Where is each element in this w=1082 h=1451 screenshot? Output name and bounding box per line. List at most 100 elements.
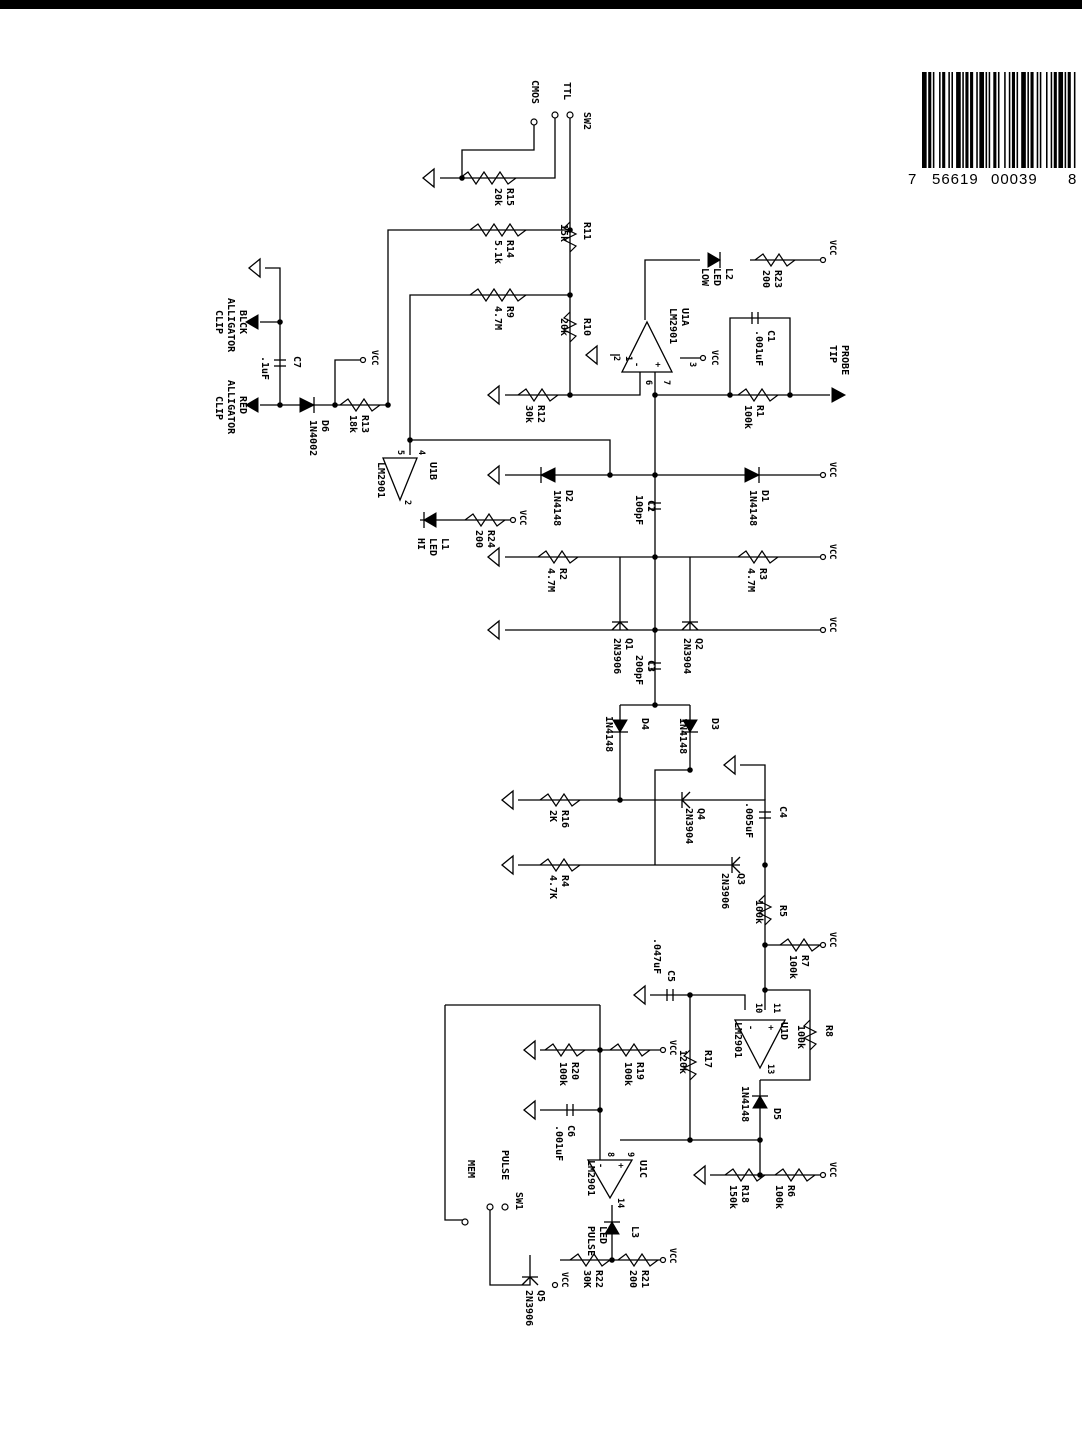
label-l1-type: LED: [427, 538, 438, 556]
barcode-bar-17: [1004, 72, 1006, 168]
label-r2: R2: [557, 568, 568, 580]
barcode-bar-28: [1053, 72, 1057, 168]
label-pin-9: 9: [625, 1152, 635, 1157]
label-red-clip-2: ALLIGATOR: [225, 380, 236, 435]
barcode-bar-10: [970, 72, 974, 168]
resistor-symbols: [339, 170, 821, 1268]
label-r11: R11: [581, 222, 592, 240]
diode-symbols: [299, 252, 768, 1235]
label-c2: C2: [645, 500, 656, 512]
barcode-bar-13: [985, 72, 988, 168]
label-r9-value: 4.7M: [492, 306, 503, 330]
barcode-bar-32: [1073, 72, 1076, 168]
label-r13-value: 18k: [347, 415, 358, 433]
label-r10: R10: [581, 318, 592, 336]
label-r16: R16: [559, 810, 570, 828]
label-u1c-part: LM2901: [585, 1160, 596, 1196]
label-r9: R9: [504, 306, 515, 318]
label-d1: D1: [759, 490, 770, 502]
label-c4-value: .005uF: [743, 802, 754, 838]
label-q4-part: 2N3904: [683, 808, 694, 844]
label-vcc-10: VCC: [667, 1040, 677, 1055]
label-d3-part: 1N4148: [677, 718, 688, 754]
label-r8-value: 100k: [795, 1025, 806, 1049]
barcode-bar-15: [993, 72, 997, 168]
label-u1d: U1D: [778, 1022, 789, 1040]
barcode-digit-group-1: 56619: [932, 171, 979, 188]
barcode-bar-4: [942, 72, 946, 168]
label-probe: PROBE: [839, 345, 850, 375]
label-u1b: U1B: [427, 462, 438, 480]
label-pin-2: 2: [611, 356, 621, 361]
capacitor-symbols: [274, 312, 771, 1116]
barcode-bar-2: [932, 72, 935, 168]
barcode-bar-24: [1036, 72, 1039, 168]
label-d6: D6: [319, 420, 330, 432]
label-pin-5: 5: [395, 450, 405, 455]
label-sw1: SW1: [513, 1192, 524, 1210]
label-c3: C3: [645, 660, 656, 672]
label-vcc-5: VCC: [827, 544, 837, 559]
label-vcc-1: VCC: [369, 350, 379, 365]
label-r12-value: 30k: [523, 405, 534, 423]
label-c1: C1: [765, 330, 776, 342]
label-r18: R18: [739, 1185, 750, 1203]
barcode-bar-9: [965, 72, 969, 168]
label-l3-name: PULSE: [585, 1226, 596, 1256]
label-u1a: U1A: [679, 308, 690, 326]
label-c6-value: .001uF: [553, 1125, 564, 1161]
label-r5: R5: [777, 905, 788, 917]
label-pin-7: 7: [661, 380, 671, 385]
label-r6: R6: [785, 1185, 796, 1197]
label-r19: R19: [634, 1062, 645, 1080]
label-r6-value: 100k: [773, 1185, 784, 1209]
label-l2: L2: [723, 268, 734, 280]
barcode-bar-25: [1039, 72, 1042, 168]
label-probe-tip: TIP: [827, 345, 838, 363]
label-l1: L1: [439, 538, 450, 550]
label-r24: R24: [485, 530, 496, 548]
label-r21-value: 200: [627, 1270, 638, 1288]
label-r10-value: 20k: [558, 318, 569, 336]
label-l1-name: HI: [415, 538, 426, 550]
label-r11-value: 15k: [558, 224, 569, 242]
label-c6: C6: [565, 1125, 576, 1137]
label-d4-part: 1N4148: [603, 716, 614, 752]
label-r20-value: 100k: [557, 1062, 568, 1086]
terminal-markers: [245, 111, 847, 1289]
label-pin-6: 6: [643, 380, 653, 385]
label-r21: R21: [639, 1270, 650, 1288]
label-r14-value: 5.1k: [492, 240, 503, 264]
label-q1-part: 2N3906: [611, 638, 622, 674]
label-u1c: U1C: [637, 1160, 648, 1178]
barcode-bar-14: [988, 72, 991, 168]
label-l3: L3: [629, 1226, 640, 1238]
opamp-symbols: [382, 320, 787, 1200]
barcode-bar-19: [1011, 72, 1015, 168]
label-c5: C5: [665, 970, 676, 982]
label-r4: R4: [559, 875, 570, 887]
label-c7: C7: [291, 356, 302, 368]
label-r2-value: 4.7M: [545, 568, 556, 592]
barcode-bar-29: [1058, 72, 1064, 168]
barcode-digit-left: 7: [908, 171, 916, 188]
label-vcc-9: VCC: [827, 1162, 837, 1177]
barcode-bar-31: [1067, 72, 1071, 168]
label-vcc-12: VCC: [559, 1272, 569, 1287]
label-r4-value: 4.7K: [547, 875, 558, 899]
barcode-bar-23: [1030, 72, 1034, 168]
label-pin-4: 4: [416, 450, 426, 455]
label-q5: Q5: [535, 1290, 546, 1302]
label-black-clip-3: CLIP: [213, 310, 224, 334]
label-d2: D2: [563, 490, 574, 502]
label-opamp-plus-u1a: +: [652, 362, 662, 367]
label-l3-type: LED: [597, 1226, 608, 1244]
barcode-bar-20: [1016, 72, 1019, 168]
label-vcc-4: VCC: [827, 462, 837, 477]
label-r1: R1: [754, 405, 765, 417]
label-r12: R12: [535, 405, 546, 423]
label-u1b-part: LM2901: [375, 462, 386, 498]
label-c2-value: 100pF: [633, 495, 644, 525]
label-ttl: TTL: [561, 82, 572, 100]
